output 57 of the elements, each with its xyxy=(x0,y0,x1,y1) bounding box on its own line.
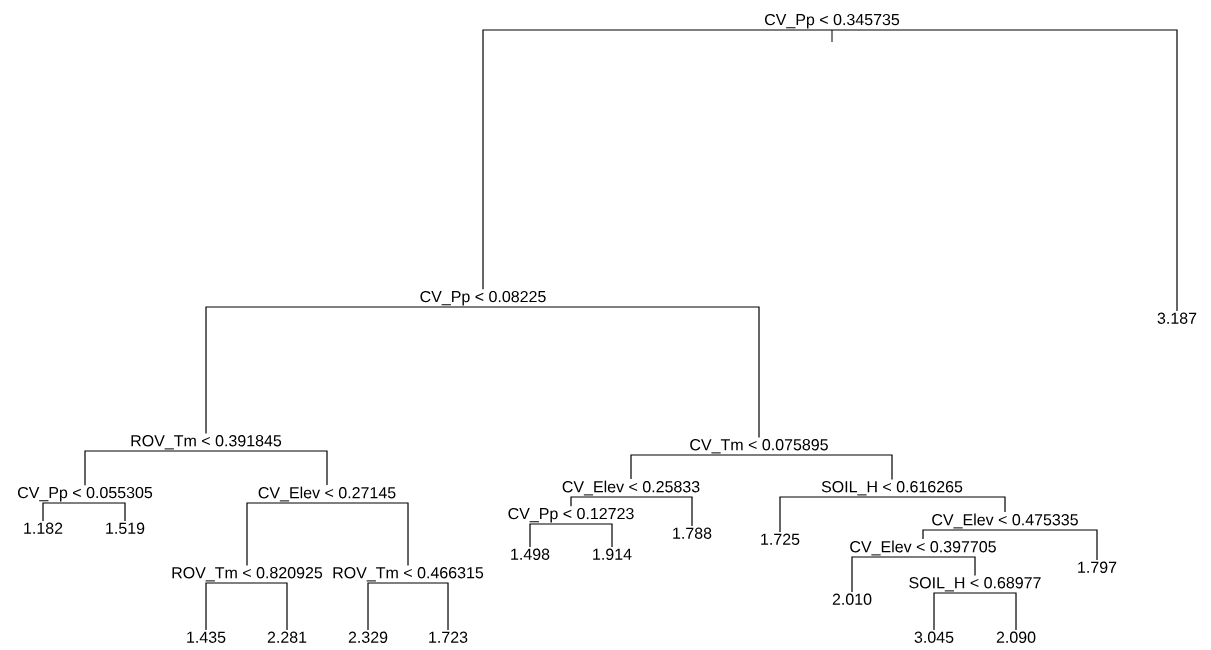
leaf-value: 2.090 xyxy=(996,631,1036,643)
leaf-value: 1.797 xyxy=(1078,561,1117,573)
tree-branch xyxy=(758,454,893,481)
leaf-value: 1.725 xyxy=(761,533,800,545)
split-label: CV_Pp < 0.055305 xyxy=(18,486,153,502)
split-label: ROV_Tm < 0.391845 xyxy=(131,435,282,450)
split-label: CV_Elev < 0.475335 xyxy=(932,513,1078,529)
tree-branch xyxy=(630,454,760,480)
tree-branch xyxy=(367,582,409,631)
split-label: CV_Elev < 0.397705 xyxy=(850,540,996,556)
tree-branch xyxy=(891,496,1006,513)
tree-branch xyxy=(570,496,632,507)
tree-branch xyxy=(933,592,976,631)
split-label: SOIL_H < 0.68977 xyxy=(909,577,1041,592)
leaf-value: 1.519 xyxy=(106,522,145,534)
leaf-value: 2.281 xyxy=(267,631,307,643)
tree-branch xyxy=(922,529,1006,540)
leaf-value: 1.182 xyxy=(24,522,63,534)
split-label: ROV_Tm < 0.466315 xyxy=(333,567,484,582)
split-label: ROV_Tm < 0.820925 xyxy=(172,567,323,582)
split-label: CV_Elev < 0.27145 xyxy=(258,486,396,502)
tree-branch xyxy=(779,496,893,533)
tree-branch xyxy=(205,450,328,486)
leaf-value: 1.788 xyxy=(673,527,712,539)
tree-branch xyxy=(205,306,484,435)
split-label: CV_Pp < 0.08225 xyxy=(420,290,546,306)
split-label: CV_Pp < 0.345735 xyxy=(765,13,900,29)
leaf-value: 3.187 xyxy=(1157,312,1197,324)
tree-branch xyxy=(246,502,328,567)
tree-branch xyxy=(1004,529,1098,561)
leaf-value: 1.914 xyxy=(593,548,632,560)
leaf-value: 1.435 xyxy=(187,631,226,643)
tree-branch xyxy=(205,582,248,631)
tree-branch xyxy=(831,29,1178,312)
tree-branch xyxy=(570,523,613,548)
split-label: CV_Pp < 0.12723 xyxy=(508,507,634,523)
tree-branch xyxy=(922,556,976,577)
leaf-value: 1.723 xyxy=(429,631,468,643)
tree-branch xyxy=(851,556,924,593)
tree-branch xyxy=(482,29,833,290)
tree-branch xyxy=(407,582,449,631)
tree-branch xyxy=(482,306,760,439)
tree-branch xyxy=(974,592,1017,631)
tree-branch xyxy=(84,502,126,522)
split-label: SOIL_H < 0.616265 xyxy=(821,481,963,496)
leaf-value: 1.498 xyxy=(511,548,550,560)
leaf-value: 3.045 xyxy=(914,631,954,643)
tree-branch xyxy=(84,450,207,486)
tree-branch xyxy=(246,582,288,631)
tree-branch xyxy=(42,502,86,522)
split-label: CV_Tm < 0.075895 xyxy=(690,439,828,454)
leaf-value: 2.010 xyxy=(832,593,872,605)
tree-branch xyxy=(326,502,409,567)
split-label: CV_Elev < 0.25833 xyxy=(562,480,700,496)
leaf-value: 2.329 xyxy=(348,631,388,643)
tree-branch xyxy=(630,496,693,527)
tree-branch xyxy=(529,523,572,548)
